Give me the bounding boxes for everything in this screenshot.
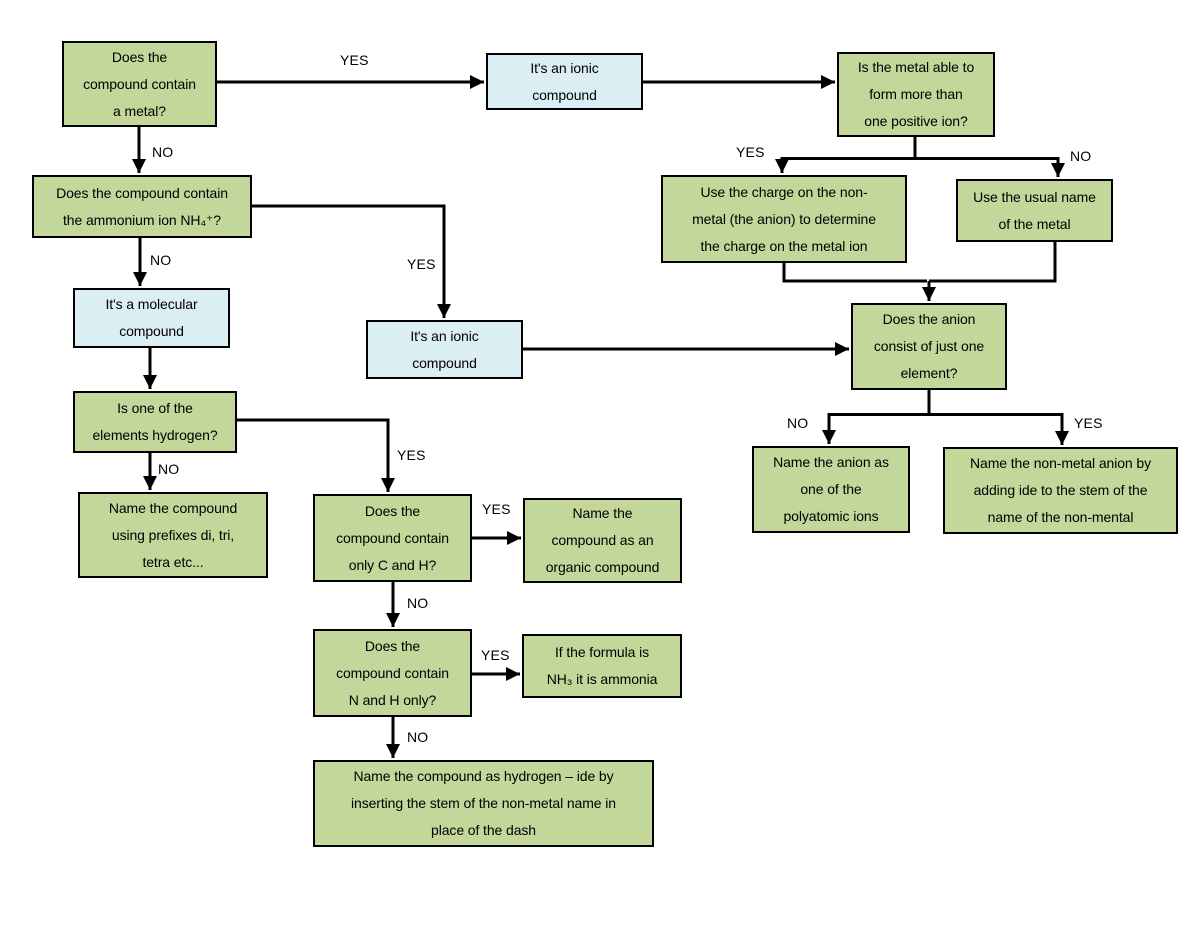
node-name-polyatomic-ion: Name the anion as one of the polyatomic … (752, 446, 910, 533)
node-question-n-and-h-only: Does the compound contain N and H only? (313, 629, 472, 717)
node-ionic-compound-top: It's an ionic compound (486, 53, 643, 110)
edge-label-no-metal: NO (152, 144, 174, 160)
edge-label-yes-multi: YES (736, 144, 765, 160)
node-ionic-compound-middle: It's an ionic compound (366, 320, 523, 379)
edge-label-yes-anion: YES (1074, 415, 1103, 431)
edge-label-no-nh: NO (407, 729, 429, 745)
node-name-anion-ide-stem: Name the non-metal anion by adding ide t… (943, 447, 1178, 534)
node-question-contains-metal: Does the compound contain a metal? (62, 41, 217, 127)
node-name-organic-compound: Name the compound as an organic compound (523, 498, 682, 583)
edge-label-yes-nh: YES (481, 647, 510, 663)
node-name-hydrogen-ide: Name the compound as hydrogen – ide by i… (313, 760, 654, 847)
edge-label-no-hydrogen: NO (158, 461, 180, 477)
edge-multi-yes (775, 157, 916, 173)
node-question-multiple-positive-ions: Is the metal able to form more than one … (837, 52, 995, 137)
edge-label-no-anion: NO (787, 415, 809, 431)
node-question-contains-ammonium: Does the compound contain the ammonium i… (32, 175, 252, 238)
node-question-anion-one-element: Does the anion consist of just one eleme… (851, 303, 1007, 390)
edge-label-yes-metal: YES (340, 52, 369, 68)
node-molecular-compound: It's a molecular compound (73, 288, 230, 348)
edge-anion-no (822, 413, 930, 444)
edge-label-yes-ammonium: YES (407, 256, 436, 272)
edge-anion-yes (928, 413, 1069, 445)
edge-label-yes-hydrogen: YES (397, 447, 426, 463)
node-question-only-c-and-h: Does the compound contain only C and H? (313, 494, 472, 582)
node-use-usual-metal-name: Use the usual name of the metal (956, 179, 1113, 242)
node-name-with-prefixes: Name the compound using prefixes di, tri… (78, 492, 268, 578)
edge-hydrogen-yes (235, 418, 395, 492)
edge-label-yes-ch: YES (482, 501, 511, 517)
edge-multi-no (914, 157, 1065, 177)
edge-charge-merge (782, 261, 927, 283)
node-use-anion-charge: Use the charge on the non- metal (the an… (661, 175, 907, 263)
edge-usualname-merge (929, 240, 1057, 283)
edge-label-no-multi: NO (1070, 148, 1092, 164)
node-ammonia: If the formula is NH₃ it is ammonia (522, 634, 682, 698)
node-question-element-hydrogen: Is one of the elements hydrogen? (73, 391, 237, 453)
edge-label-no-ch: NO (407, 595, 429, 611)
edge-label-no-ammonium: NO (150, 252, 172, 268)
